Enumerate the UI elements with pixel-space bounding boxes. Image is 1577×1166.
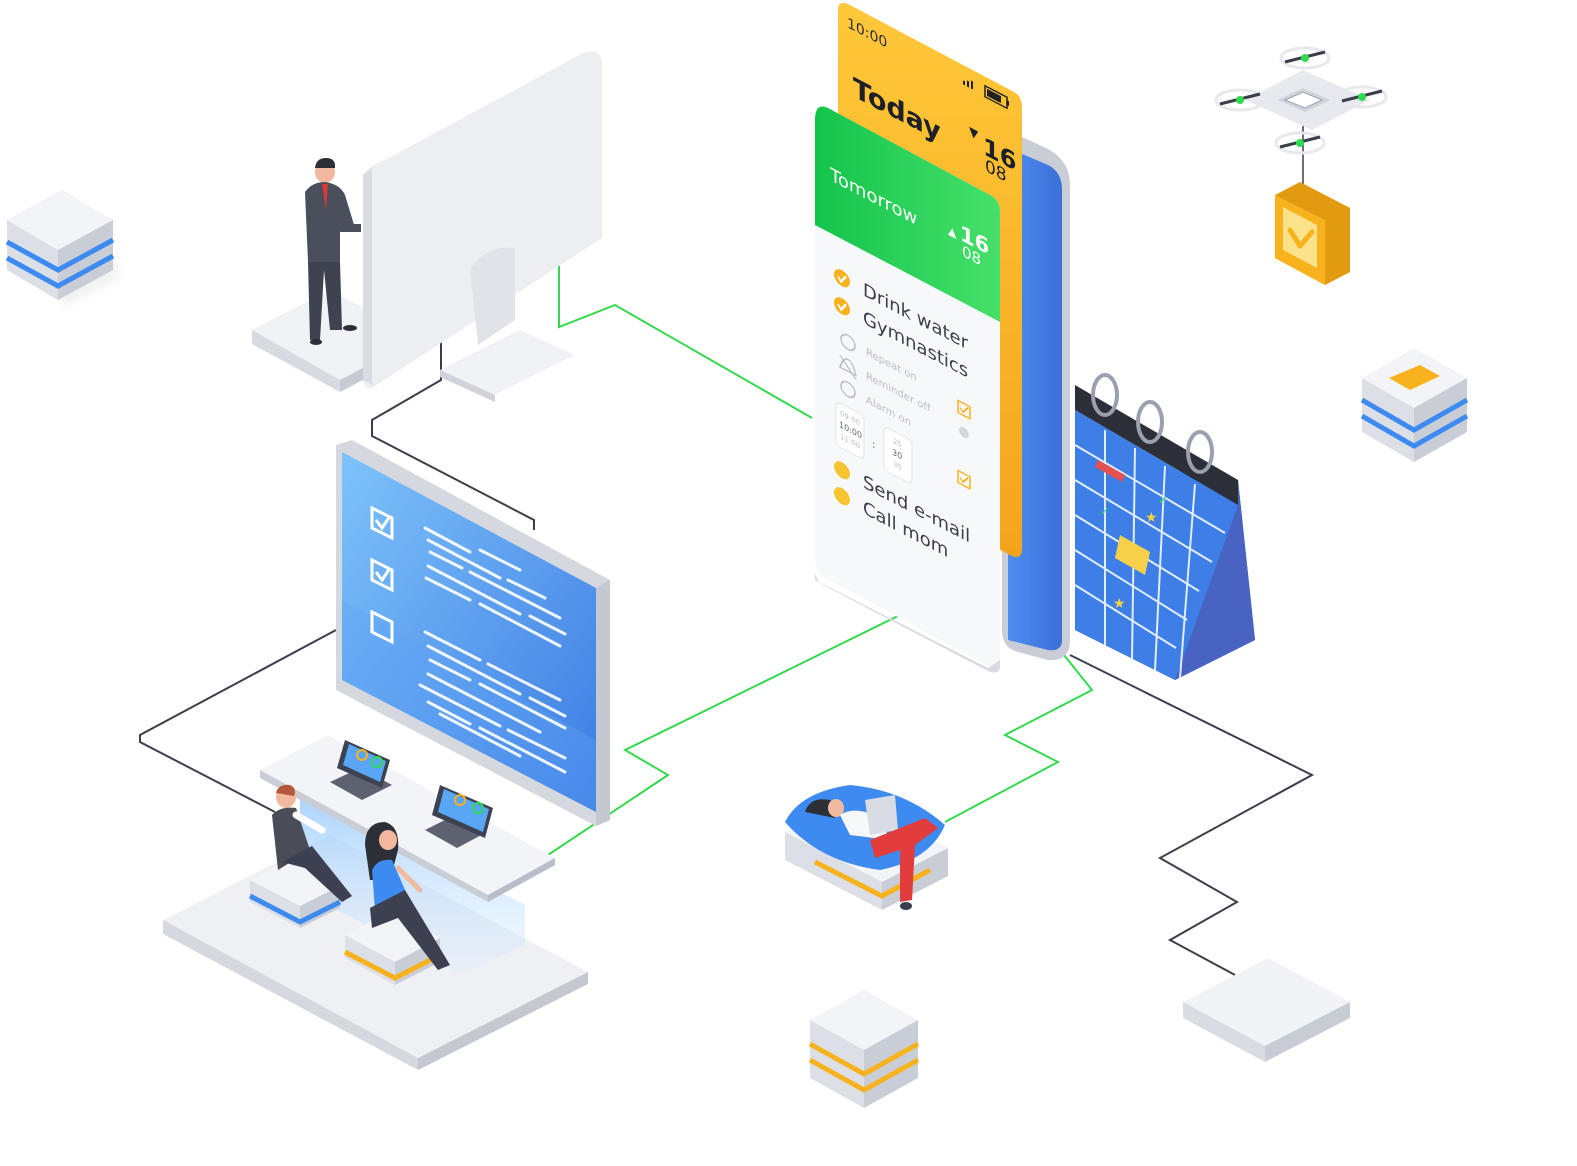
- propeller-icon: [1274, 131, 1326, 155]
- svg-text:✓: ✓: [1158, 493, 1168, 507]
- alarm-minute-selected: 30: [892, 448, 902, 463]
- propeller-icon: [1279, 46, 1331, 70]
- calendar-grid: [1074, 430, 1226, 679]
- alarm-minute-option: 25: [893, 436, 902, 449]
- task-board: [336, 440, 610, 826]
- person-lounging: [805, 795, 938, 910]
- checkmark-box-icon: [1275, 182, 1350, 285]
- down-arrow-icon: ▼: [969, 124, 978, 143]
- setting-checkbox[interactable]: [957, 469, 971, 490]
- signal-icon: [963, 80, 973, 90]
- connection-lines: [139, 209, 1315, 976]
- check-circle-icon: [834, 269, 850, 288]
- tomorrow-card: Tomorrow ▲ 16 08 Drink water Gymnastics …: [815, 106, 1000, 673]
- pending-dot-icon: [834, 461, 850, 480]
- svg-text:★: ★: [1145, 510, 1158, 526]
- block-bottom-right: [1183, 958, 1350, 1062]
- stool-blue: [248, 860, 342, 928]
- board-text-lines: [418, 526, 567, 774]
- monitor-back: [252, 51, 602, 402]
- calendar-rings: [1091, 373, 1214, 474]
- block-right: [1360, 348, 1469, 462]
- propeller-icon: [1214, 88, 1266, 112]
- up-arrow-icon: ▲: [948, 223, 956, 241]
- block-bottom-yellow: [808, 990, 920, 1108]
- dark-connector-calendar: [1069, 654, 1315, 976]
- alarm-minute-picker[interactable]: 25 30 35: [883, 426, 913, 485]
- svg-text:✓: ✓: [1100, 504, 1110, 518]
- check-circle-icon: [834, 297, 850, 316]
- setting-toggle-off[interactable]: [959, 425, 969, 440]
- person-man-desk: [272, 784, 352, 902]
- green-connector-person: [944, 649, 1094, 823]
- repeat-icon: [840, 333, 856, 352]
- pending-dot-icon: [834, 487, 850, 506]
- dark-connector-monitor: [371, 272, 535, 530]
- alarm-minute-option: 35: [893, 459, 902, 472]
- board-checkbox-1[interactable]: [370, 505, 394, 541]
- battery-icon: [984, 84, 1009, 110]
- board-checkbox-3[interactable]: [370, 609, 394, 645]
- svg-text:★: ★: [1113, 596, 1126, 612]
- drone: [1214, 46, 1388, 190]
- person-woman-desk: [365, 822, 450, 970]
- propeller-icon: [1336, 85, 1388, 109]
- alarm-separator: :: [872, 437, 875, 451]
- alarm-clock-icon: [840, 380, 856, 399]
- green-connector-monitor: [558, 213, 813, 419]
- board-checkbox-2[interactable]: [370, 557, 394, 593]
- calendar: ★ ★ ✓ ✓: [1074, 373, 1255, 680]
- laptop-right: [425, 785, 493, 848]
- laptop-left: [330, 740, 392, 800]
- alarm-hour-picker[interactable]: 09:00 10:00 11:00: [835, 401, 865, 460]
- dark-connector-desk: [139, 629, 337, 813]
- block-top-left: [5, 190, 118, 308]
- setting-checkbox[interactable]: [957, 399, 971, 420]
- businessman-figure: [305, 158, 361, 345]
